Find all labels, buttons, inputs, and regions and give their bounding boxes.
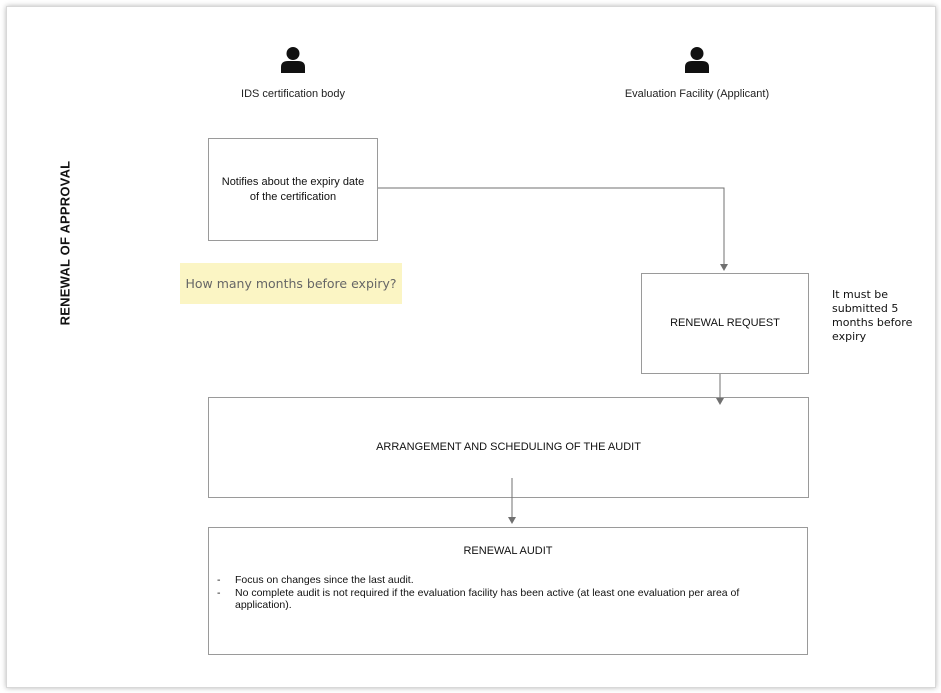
list-item: -No complete audit is not required if th…	[217, 586, 740, 612]
comment-note: How many months before expiry?	[180, 263, 402, 304]
renewal-audit-list: -Focus on changes since the last audit. …	[217, 574, 797, 612]
side-note: It must be submitted 5 months before exp…	[832, 288, 913, 343]
notify-box[interactable]: Notifies about the expiry date of the ce…	[208, 138, 378, 241]
actor-label: Evaluation Facility (Applicant)	[624, 88, 770, 100]
arrangement-text: ARRANGEMENT AND SCHEDULING OF THE AUDIT	[376, 441, 641, 453]
arrangement-box[interactable]: ARRANGEMENT AND SCHEDULING OF THE AUDIT	[208, 397, 809, 498]
renewal-request-box[interactable]: RENEWAL REQUEST	[641, 273, 809, 374]
renewal-request-text: RENEWAL REQUEST	[670, 317, 780, 329]
renewal-audit-box[interactable]: RENEWAL AUDIT -Focus on changes since th…	[208, 527, 808, 655]
arrow-notify-to-request	[378, 187, 728, 271]
person-icon	[685, 47, 709, 73]
actor-label: IDS certification body	[241, 88, 345, 100]
list-item: -Focus on changes since the last audit.	[217, 574, 414, 586]
renewal-audit-title: RENEWAL AUDIT	[463, 545, 553, 557]
actor-certification-body: IDS certification body	[193, 46, 393, 100]
notify-text: Notifies about the expiry date of the ce…	[221, 175, 365, 203]
actor-evaluation-facility: Evaluation Facility (Applicant)	[597, 46, 797, 100]
person-icon	[281, 47, 305, 73]
